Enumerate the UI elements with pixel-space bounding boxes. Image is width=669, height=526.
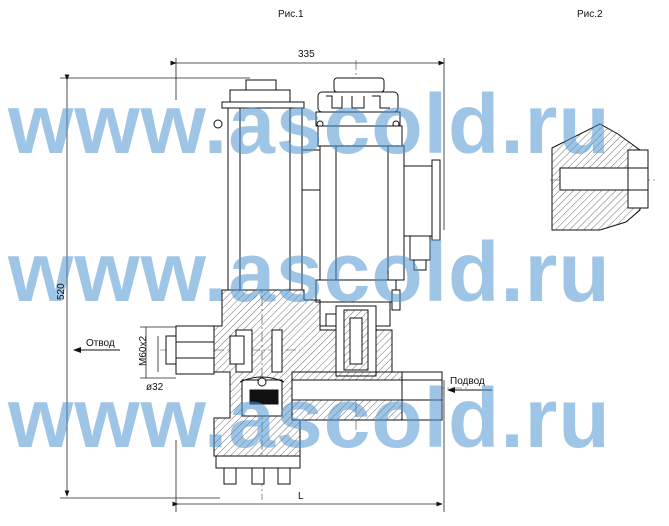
dim-width-top: 335 xyxy=(298,49,315,60)
fig2-caption: Рис.2 xyxy=(577,9,603,20)
fig2-detail xyxy=(551,123,649,231)
dim-diameter: ø32 xyxy=(146,382,164,393)
right-actuator xyxy=(315,77,441,327)
flow-arrows xyxy=(73,347,492,393)
coil-body xyxy=(319,145,405,281)
terminal-box xyxy=(403,165,437,237)
bottom-bolts xyxy=(215,455,301,485)
dim-height-left: 520 xyxy=(56,283,67,300)
dim-thread: M60x2 xyxy=(138,335,149,366)
outlet-label: Отвод xyxy=(86,338,115,349)
dimension-lines xyxy=(60,58,445,512)
coil-flange xyxy=(317,125,403,147)
left-cap-top xyxy=(245,79,277,91)
left-actuator xyxy=(213,79,321,291)
left-cylinder xyxy=(227,107,303,291)
cable-gland xyxy=(409,235,431,261)
outlet-branch xyxy=(165,325,245,375)
left-cap-flange xyxy=(229,89,291,103)
dim-length-bottom: L xyxy=(298,491,304,502)
fig1-caption: Рис.1 xyxy=(278,9,304,20)
inlet-label: Подвод xyxy=(450,376,485,387)
inlet-branch xyxy=(291,371,443,421)
